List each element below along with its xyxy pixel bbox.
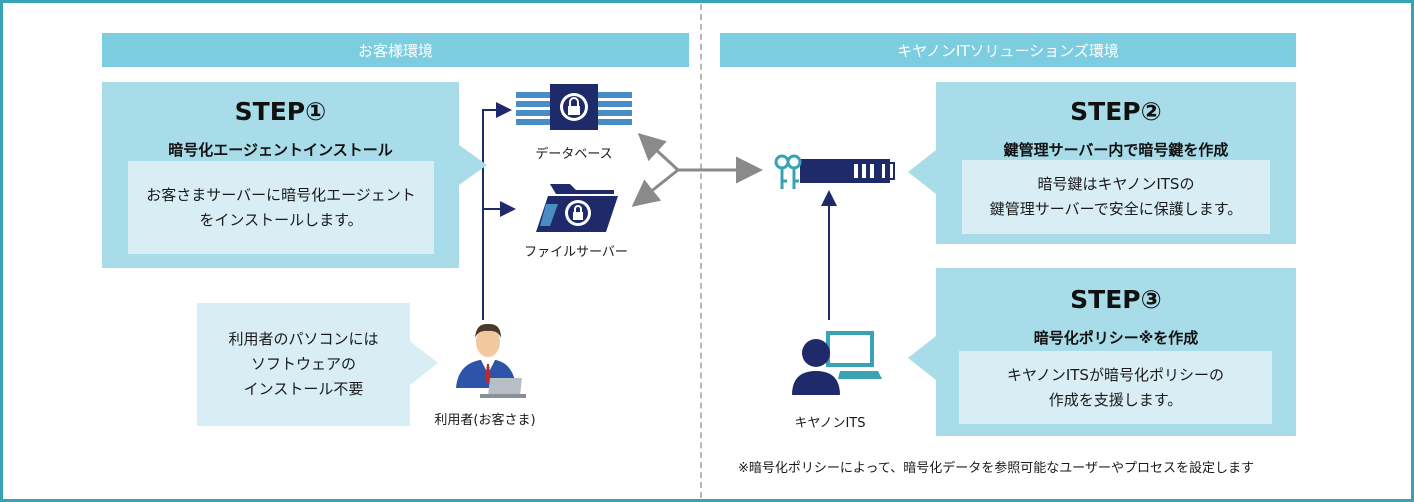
environment-divider — [700, 4, 702, 498]
step3-body: キヤノンITSが暗号化ポリシーの 作成を支援します。 — [959, 351, 1272, 424]
user-icon-wrap — [450, 318, 526, 398]
user-note-box: 利用者のパソコンには ソフトウェアの インストール不要 — [197, 303, 410, 426]
database-icon-wrap — [516, 82, 632, 134]
step2-pointer — [908, 150, 936, 194]
step2-body: 暗号鍵はキヤノンITSの 鍵管理サーバーで安全に保護します。 — [962, 160, 1270, 234]
key-server-icon — [774, 154, 895, 189]
step3-subtitle: 暗号化ポリシー※を作成 — [1033, 329, 1199, 347]
fileserver-to-key-line — [631, 168, 679, 207]
db-to-key-line — [637, 132, 680, 172]
policy-footnote: ※暗号化ポリシーによって、暗号化データを参照可能なユーザーやプロセスを設定します — [738, 461, 1254, 476]
key-server-icon-wrap — [772, 153, 896, 193]
step1-pointer — [459, 145, 487, 185]
user-with-laptop-icon — [456, 323, 526, 398]
step3-panel: STEP③ 暗号化ポリシー※を作成 キヤノンITSが暗号化ポリシーの 作成を支援… — [936, 268, 1296, 436]
step2-subtitle: 鍵管理サーバー内で暗号鍵を作成 — [1003, 141, 1229, 159]
file-server-label: ファイルサーバー — [524, 245, 628, 260]
file-server-icon-wrap — [536, 180, 620, 236]
canon-env-label: キヤノンITソリューションズ環境 — [897, 41, 1119, 60]
step2-title: STEP② — [1070, 97, 1162, 126]
step1-subtitle: 暗号化エージェントインストール — [168, 141, 393, 159]
database-label: データベース — [535, 147, 613, 162]
step3-pointer — [908, 336, 936, 380]
user-to-servers-line — [482, 102, 512, 320]
canon-its-operator-icon — [792, 331, 882, 395]
canon-env-header: キヤノンITソリューションズ環境 — [720, 33, 1296, 67]
database-lock-icon — [516, 84, 632, 130]
canon-its-icon-wrap — [790, 331, 882, 395]
step3-title: STEP③ — [1070, 285, 1162, 314]
canon-its-label: キヤノンITS — [794, 416, 866, 431]
user-note-pointer — [410, 341, 438, 385]
user-label: 利用者(お客さま) — [434, 413, 536, 428]
file-server-lock-icon — [536, 184, 618, 232]
customer-env-label: お客様環境 — [357, 41, 433, 60]
step1-panel: STEP① 暗号化エージェントインストール お客さまサーバーに暗号化エージェント… — [102, 82, 459, 268]
step1-body: お客さまサーバーに暗号化エージェント をインストールします。 — [128, 161, 434, 254]
step1-title: STEP① — [234, 97, 327, 126]
step2-panel: STEP② 鍵管理サーバー内で暗号鍵を作成 暗号鍵はキヤノンITSの 鍵管理サー… — [936, 82, 1296, 244]
customer-env-header: お客様環境 — [102, 33, 689, 67]
